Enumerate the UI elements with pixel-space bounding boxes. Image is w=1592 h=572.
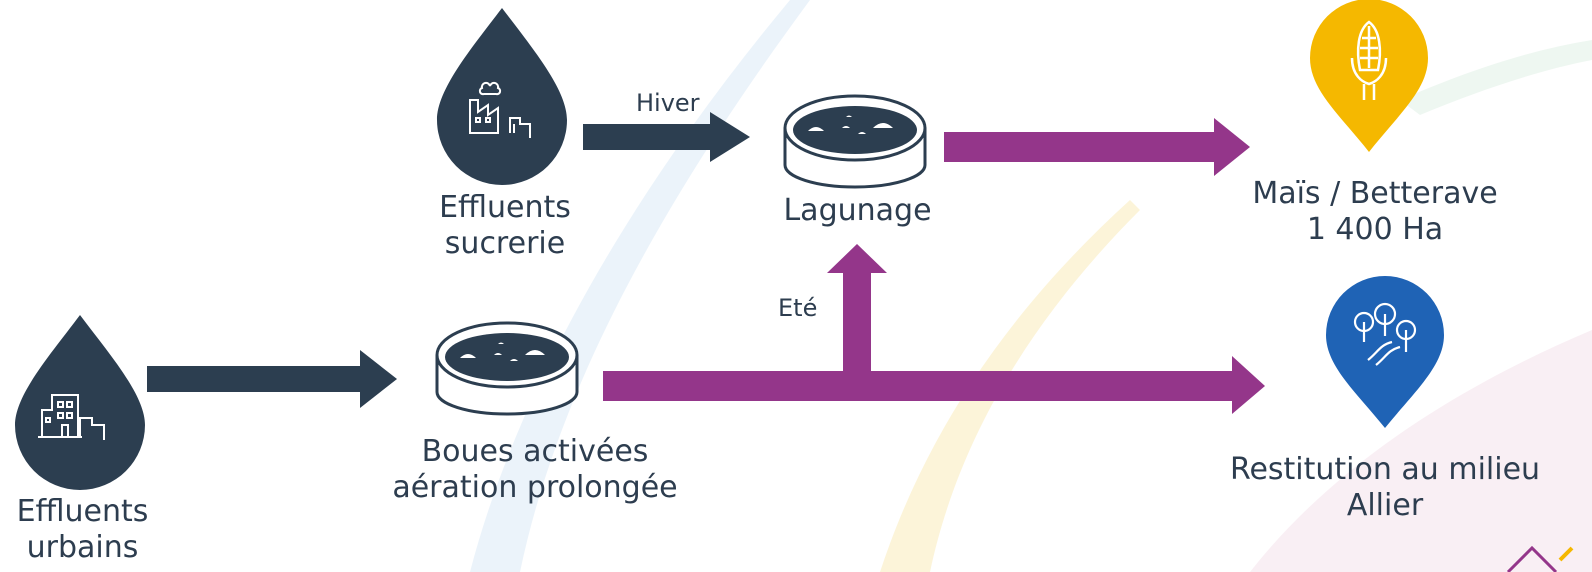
label-line: 1 400 Ha [1306,212,1444,247]
label-line: sucrerie [444,226,566,261]
label-line: urbains [26,530,139,565]
label-boues-activees: Boues activées aération prolongée [375,434,695,506]
basin-icon [435,321,579,416]
label-line: Effluents [16,494,149,529]
arrow-lagunage-mais [944,118,1250,176]
label-line: Allier [1346,488,1424,523]
label-lagunage: Lagunage [760,193,955,229]
label-line: Lagunage [783,193,932,228]
building-icon [38,394,105,440]
arrow-urbains-boues [147,350,397,408]
label-restitution: Restitution au milieu Allier [1220,452,1550,524]
edge-label-ete: Eté [778,294,818,322]
factory-icon [469,81,531,138]
trees-river-icon [1353,302,1417,366]
label-line: Maïs / Betterave [1252,176,1498,211]
arrow-ete-up [827,244,887,376]
label-line: Effluents [439,190,571,225]
arrow-boues-restitution [603,356,1265,414]
label-effluents-sucrerie: Effluents sucrerie [420,190,590,262]
basin-icon [783,94,927,189]
arrow-sucrerie-lagunage [583,112,750,162]
label-effluents-urbains: Effluents urbains [0,494,165,566]
label-line: aération prolongée [392,470,678,505]
label-mais-betterave: Maïs / Betterave 1 400 Ha [1240,176,1510,248]
corn-icon [1350,20,1388,100]
label-line: Restitution au milieu [1229,452,1541,487]
edge-label-hiver: Hiver [636,89,700,117]
label-line: Boues activées [421,434,649,469]
